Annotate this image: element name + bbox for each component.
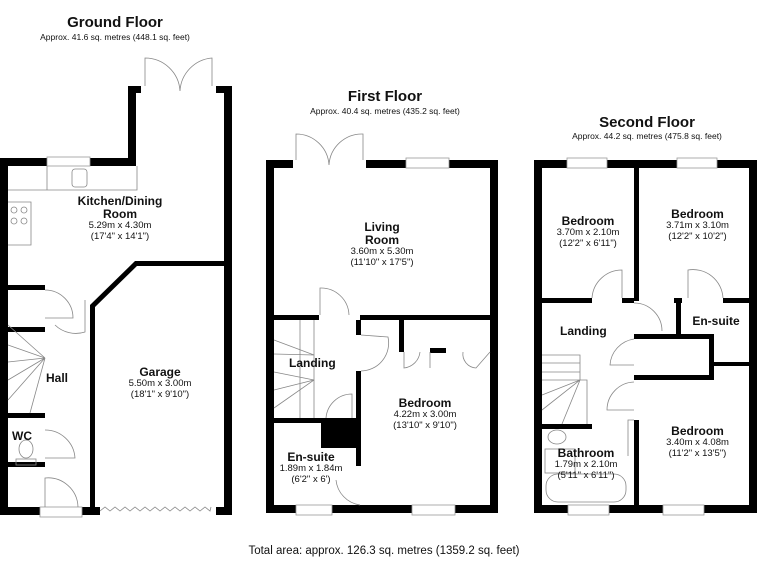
room-name: Hall: [46, 371, 69, 385]
room-bedroom-first: Bedroom 4.22m x 3.00m (13'10" x 9'10"): [365, 396, 485, 431]
room-imperial: (17'4" x 14'1"): [90, 230, 150, 242]
room-ensuite-first: En-suite 1.89m x 1.84m (6'2" x 6'): [276, 450, 346, 485]
room-name-line2: Room: [365, 233, 399, 248]
room-metric: 3.70m x 2.10m: [556, 227, 620, 239]
room-bedroom-second-bottom: Bedroom 3.40m x 4.08m (11'2" x 13'5"): [650, 424, 745, 459]
first-floor-title: First Floor: [347, 88, 423, 105]
room-metric: 4.22m x 3.00m: [393, 409, 457, 421]
room-bedroom-second-left: Bedroom 3.70m x 2.10m (12'2" x 6'11"): [543, 214, 633, 249]
room-name: Landing: [560, 324, 607, 338]
room-name: Bathroom: [557, 446, 615, 460]
room-bathroom: Bathroom 1.79m x 2.10m (5'11" x 6'11"): [550, 446, 622, 481]
ground-floor-fixtures: [7, 57, 213, 518]
room-name: Living: [364, 220, 400, 234]
room-metric: 3.71m x 3.10m: [666, 220, 729, 232]
room-hall: Hall: [46, 371, 69, 385]
room-garage: Garage 5.50m x 3.00m (18'1" x 9'10"): [100, 365, 220, 400]
room-name: Bedroom: [561, 214, 615, 228]
room-imperial: (12'2" x 10'2"): [668, 230, 727, 242]
second-floor-area: Approx. 44.2 sq. metres (475.8 sq. feet): [572, 131, 722, 141]
room-name: Landing: [289, 356, 336, 370]
second-floor-title: Second Floor: [599, 114, 695, 131]
room-name: WC: [12, 429, 32, 443]
room-metric: 3.40m x 4.08m: [666, 437, 729, 449]
room-landing-second: Landing: [560, 324, 607, 338]
room-name: Kitchen/Dining: [77, 194, 163, 208]
second-floor-fixtures: [541, 157, 724, 516]
first-floor-walls: [266, 160, 498, 513]
room-name: Bedroom: [398, 396, 452, 410]
room-name: Garage: [139, 365, 181, 379]
room-bedroom-second-right: Bedroom 3.71m x 3.10m (12'2" x 10'2"): [650, 207, 745, 242]
room-metric: 1.89m x 1.84m: [279, 463, 343, 475]
ground-floor-area: Approx. 41.6 sq. metres (448.1 sq. feet): [40, 32, 190, 42]
room-living: Living Room 3.60m x 5.30m (11'10" x 17'5…: [322, 220, 442, 268]
room-metric: 3.60m x 5.30m: [350, 246, 414, 258]
room-name-line2: Room: [103, 207, 137, 222]
room-imperial: (12'2" x 6'11"): [559, 237, 617, 249]
room-name: En-suite: [692, 314, 740, 328]
total-area: Total area: approx. 126.3 sq. metres (13…: [248, 545, 520, 557]
room-imperial: (11'10" x 17'5"): [350, 256, 414, 268]
room-ensuite-second: En-suite: [682, 314, 750, 328]
second-floor-walls: [534, 160, 757, 513]
room-imperial: (5'11" x 6'11"): [557, 469, 615, 481]
room-metric: 5.50m x 3.00m: [128, 378, 192, 390]
room-imperial: (18'1" x 9'10"): [130, 388, 190, 400]
room-name: Bedroom: [671, 424, 724, 438]
room-imperial: (13'10" x 9'10"): [393, 419, 457, 431]
room-name: En-suite: [287, 450, 335, 464]
ground-floor-title: Ground Floor: [67, 14, 163, 31]
room-landing-first: Landing: [289, 356, 336, 370]
room-imperial: (6'2" x 6'): [291, 473, 331, 485]
room-metric: 1.79m x 2.10m: [554, 459, 618, 471]
room-metric: 5.29m x 4.30m: [88, 220, 152, 232]
first-floor-area: Approx. 40.4 sq. metres (435.2 sq. feet): [310, 106, 460, 116]
ground-floor-walls: [0, 86, 232, 515]
first-floor-fixtures: [273, 133, 491, 516]
room-kitchen-dining: Kitchen/Dining Room 5.29m x 4.30m (17'4"…: [60, 194, 180, 242]
room-name: Bedroom: [671, 207, 724, 221]
room-imperial: (11'2" x 13'5"): [668, 447, 727, 459]
room-wc: WC: [12, 429, 32, 443]
